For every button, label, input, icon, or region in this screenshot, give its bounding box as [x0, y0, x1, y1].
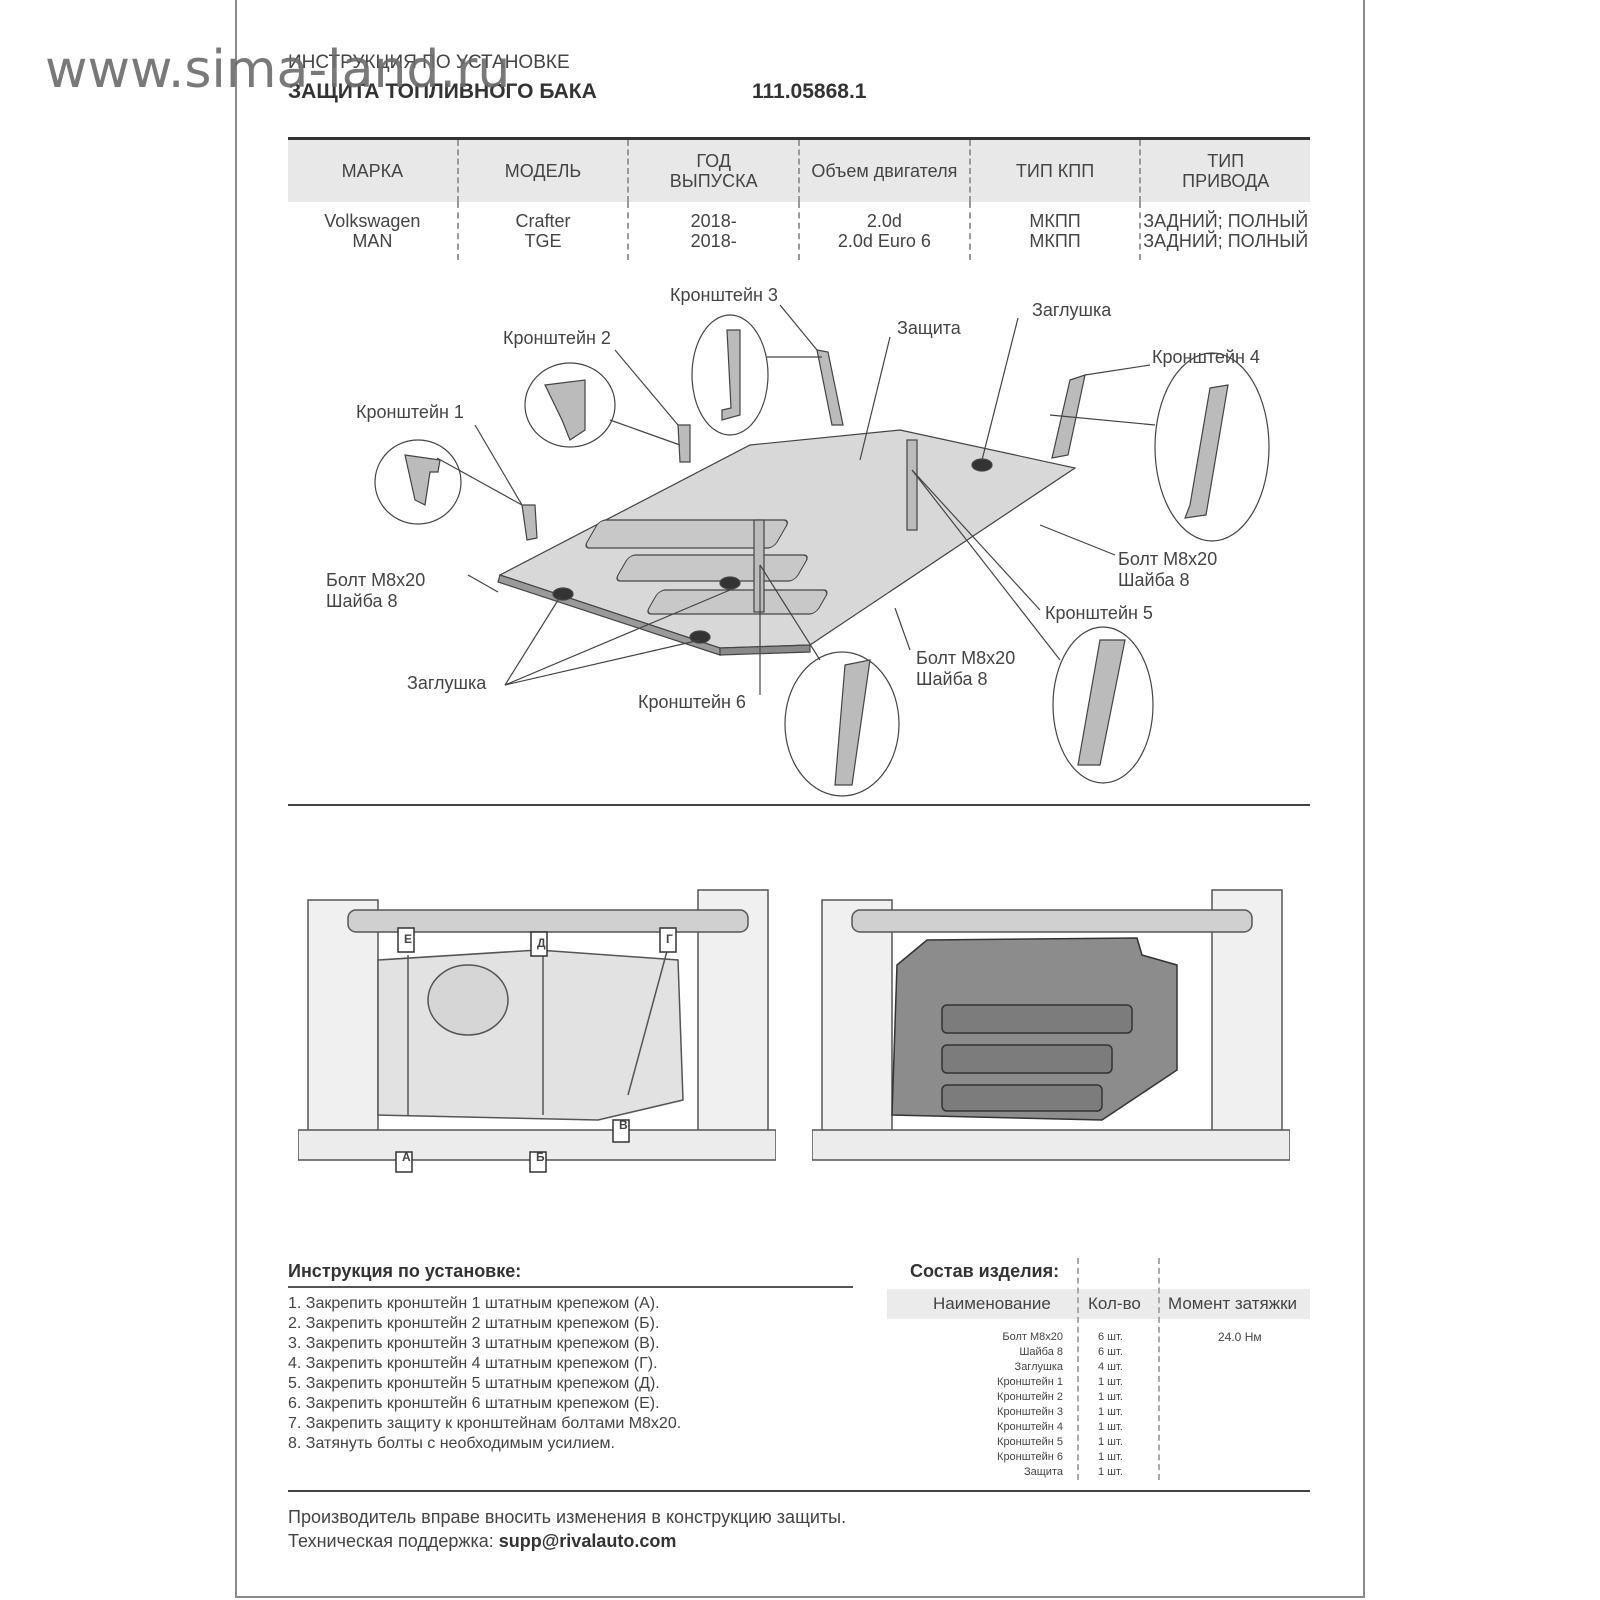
label-bracket5: Кронштейн 5	[1045, 603, 1153, 623]
spec-cell-engine: 2.0d 2.0d Euro 6	[800, 202, 971, 260]
instruction-step: 5. Закрепить кронштейн 5 штатным крепежо…	[288, 1375, 660, 1392]
composition-item-qty: 4 шт.	[1098, 1361, 1123, 1373]
spec-table-row: Volkswagen MAN Crafter TGE 2018- 2018- 2…	[288, 202, 1310, 260]
document-title: ЗАЩИТА ТОПЛИВНОГО БАКА	[288, 80, 597, 103]
manufacturer-note: Производитель вправе вносить изменения в…	[288, 1507, 847, 1527]
composition-divider	[1158, 1258, 1160, 1480]
composition-item-name: Болт М8х20	[1002, 1331, 1063, 1343]
composition-item-name: Шайба 8	[1019, 1346, 1063, 1358]
section-divider	[288, 804, 1310, 806]
label-bolt-right-1: Болт М8х20	[1118, 549, 1218, 569]
support-line: Техническая поддержка: supp@rivalauto.co…	[288, 1531, 676, 1552]
marker-E: Е	[404, 932, 413, 946]
spec-cell-model: Crafter TGE	[459, 202, 630, 260]
composition-item-qty: 1 шт.	[1098, 1451, 1123, 1463]
composition-item-qty: 1 шт.	[1098, 1391, 1123, 1403]
instruction-step: 8. Затянуть болты с необходимым усилием.	[288, 1435, 615, 1452]
label-bracket6: Кронштейн 6	[638, 692, 746, 712]
instruction-step: 3. Закрепить кронштейн 3 штатным крепежо…	[288, 1335, 660, 1352]
composition-col-qty: Кол-во	[1088, 1294, 1141, 1313]
label-bolt-left-2: Шайба 8	[326, 591, 398, 611]
label-plug-bottom: Заглушка	[407, 673, 487, 693]
composition-item-qty: 1 шт.	[1098, 1466, 1123, 1478]
composition-item-name: Кронштейн 4	[997, 1421, 1063, 1433]
spec-header-make: МАРКА	[288, 140, 459, 202]
spec-header-drive: ТИП ПРИВОДА	[1182, 151, 1270, 191]
composition-item-name: Заглушка	[1014, 1361, 1063, 1373]
composition-item-qty: 1 шт.	[1098, 1421, 1123, 1433]
instruction-step: 1. Закрепить кронштейн 1 штатным крепежо…	[288, 1295, 660, 1312]
instructions-title: Инструкция по установке:	[288, 1261, 522, 1281]
marker-A: А	[402, 1150, 411, 1164]
label-bracket4: Кронштейн 4	[1152, 347, 1260, 367]
composition-item-name: Кронштейн 6	[997, 1451, 1063, 1463]
composition-item-qty: 6 шт.	[1098, 1346, 1123, 1358]
assembly-diagram	[374, 304, 1270, 797]
spec-header-engine: Объем двигателя	[800, 140, 971, 202]
spec-header-gearbox: ТИП КПП	[971, 140, 1142, 202]
photo-before	[298, 880, 776, 1173]
composition-item-qty: 6 шт.	[1098, 1331, 1123, 1343]
label-bolt-mid-2: Шайба 8	[916, 669, 988, 689]
composition-title: Состав изделия:	[910, 1261, 1060, 1281]
spec-header-year: ГОД ВЫПУСКА	[629, 140, 801, 202]
spec-cell-year: 2018- 2018-	[629, 202, 801, 260]
composition-item-name: Кронштейн 5	[997, 1436, 1063, 1448]
marker-D: Д	[537, 936, 546, 950]
watermark: www.sima-land.ru	[45, 40, 511, 100]
label-bracket3: Кронштейн 3	[670, 285, 778, 305]
footer-divider	[288, 1490, 1310, 1492]
instruction-step: 2. Закрепить кронштейн 2 штатным крепежо…	[288, 1315, 660, 1332]
instruction-step: 7. Закрепить защиту к кронштейнам болтам…	[288, 1415, 682, 1432]
photo-after	[812, 880, 1290, 1173]
composition-item-qty: 1 шт.	[1098, 1406, 1123, 1418]
label-shield: Защита	[897, 318, 961, 338]
composition-item-qty: 1 шт.	[1098, 1376, 1123, 1388]
spec-table-header: МАРКА МОДЕЛЬ ГОД ВЫПУСКА Объем двигателя…	[288, 140, 1310, 202]
instruction-step: 4. Закрепить кронштейн 4 штатным крепежо…	[288, 1355, 658, 1372]
instructions-list: 1. Закрепить кронштейн 1 штатным крепежо…	[288, 1294, 681, 1454]
support-label: Техническая поддержка:	[288, 1531, 494, 1551]
label-bracket1: Кронштейн 1	[356, 402, 464, 422]
composition-item-qty: 1 шт.	[1098, 1436, 1123, 1448]
article-number: 111.05868.1	[752, 80, 867, 103]
marker-G: Г	[666, 932, 673, 946]
instruction-sheet	[235, 0, 1365, 1598]
label-bolt-right-2: Шайба 8	[1118, 570, 1190, 590]
label-bolt-left-1: Болт М8х20	[326, 570, 426, 590]
vehicle-spec-table: МАРКА МОДЕЛЬ ГОД ВЫПУСКА Объем двигателя…	[288, 137, 1310, 260]
composition-item-name: Кронштейн 2	[997, 1391, 1063, 1403]
composition-header	[887, 1289, 1310, 1319]
composition-quantities: 6 шт. 6 шт. 4 шт. 1 шт. 1 шт. 1 шт. 1 шт…	[1098, 1330, 1123, 1480]
label-bolt-mid-1: Болт М8х20	[916, 648, 1016, 668]
label-plug-top: Заглушка	[1032, 300, 1112, 320]
spec-cell-gearbox: МКПП МКПП	[971, 202, 1142, 260]
composition-col-name: Наименование	[933, 1294, 1051, 1313]
spec-header-model: МОДЕЛЬ	[459, 140, 630, 202]
instructions-underline	[288, 1286, 853, 1288]
composition-torque: 24.0 Нм	[1218, 1330, 1262, 1344]
composition-item-name: Защита	[1024, 1466, 1063, 1478]
marker-V: В	[619, 1118, 628, 1132]
composition-item-name: Кронштейн 3	[997, 1406, 1063, 1418]
composition-names: Болт М8х20 Шайба 8 Заглушка Кронштейн 1 …	[960, 1330, 1063, 1480]
spec-cell-drive: ЗАДНИЙ; ПОЛНЫЙ ЗАДНИЙ; ПОЛНЫЙ	[1143, 211, 1309, 251]
marker-B: Б	[536, 1150, 545, 1164]
spec-cell-make: Volkswagen MAN	[288, 202, 459, 260]
label-bracket2: Кронштейн 2	[503, 328, 611, 348]
support-email[interactable]: supp@rivalauto.com	[498, 1531, 677, 1551]
composition-item-name: Кронштейн 1	[997, 1376, 1063, 1388]
instruction-step: 6. Закрепить кронштейн 6 штатным крепежо…	[288, 1395, 660, 1412]
composition-col-torque: Момент затяжки	[1168, 1294, 1298, 1313]
composition-divider	[1077, 1258, 1079, 1480]
document-subtitle: ИНСТРУКЦИЯ ПО УСТАНОВКЕ	[288, 52, 570, 73]
